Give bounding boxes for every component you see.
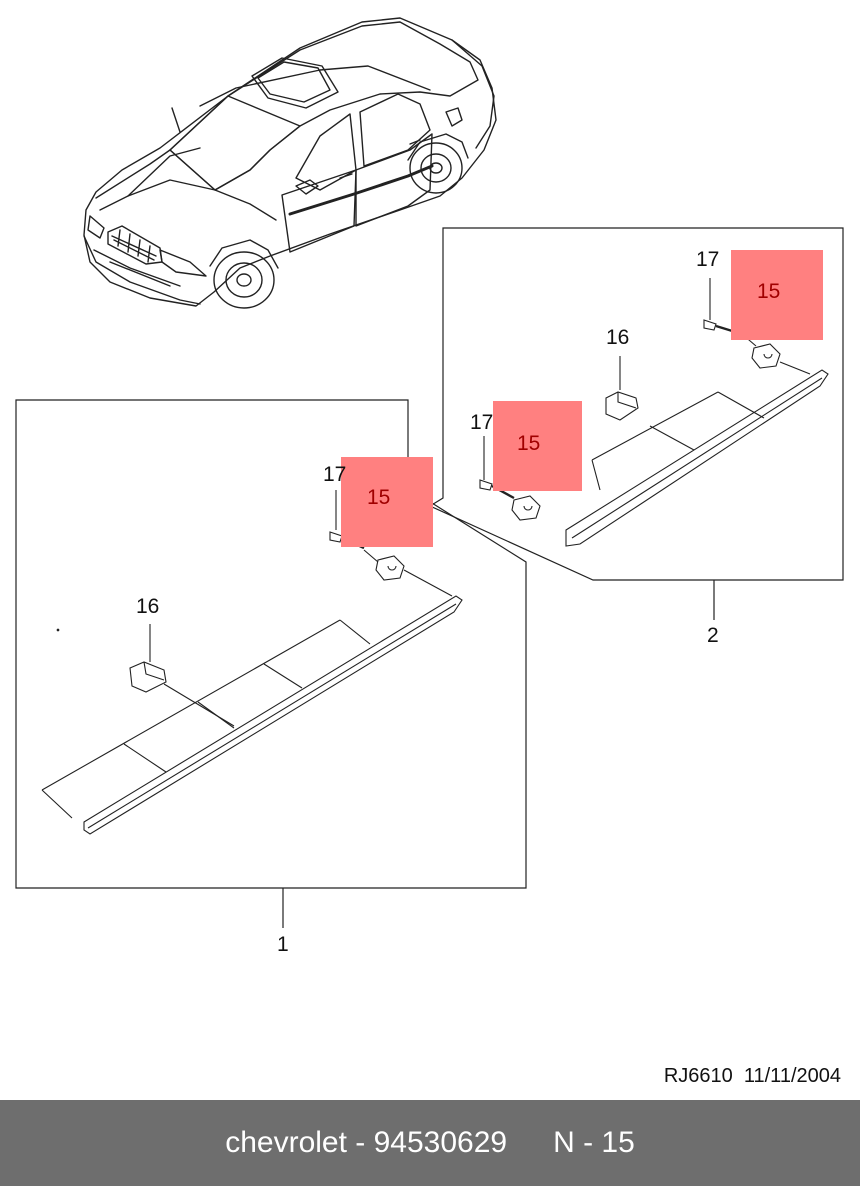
label-part-16-b: 16 [136,595,159,618]
label-assembly-2: 2 [707,624,719,647]
moulding-strip-1 [83,595,463,835]
clip-16-a [605,391,639,421]
assembly-1-frame [15,399,527,889]
highlight-box-c [341,457,433,547]
label-part-17-b: 17 [470,411,493,434]
footer-bar: chevrolet - 94530629 N - 15 [0,1100,860,1186]
diagram-reference: RJ6610 11/11/2004 [664,1065,841,1087]
clip-16-b [129,661,167,693]
screw-17-b [479,479,493,491]
screw-17-a [703,319,717,331]
label-part-17-a: 17 [696,248,719,271]
label-part-15-a: 15 [757,280,780,303]
nut-15-b [511,495,541,521]
label-assembly-1: 1 [277,933,289,956]
car-illustration [83,17,497,309]
nut-15-c [375,555,405,581]
highlight-box-b [493,401,582,491]
label-part-15-b: 15 [517,432,540,455]
label-part-15-c: 15 [367,486,390,509]
highlight-box-a [731,250,823,340]
label-part-17-c: 17 [323,463,346,486]
footer-code: N - 15 [553,1126,635,1159]
parts-diagram: 17 15 16 17 15 17 15 16 2 1 RJ6610 11/11… [15,17,844,1087]
assembly-2-frame [428,227,844,581]
nut-15-a [751,343,781,369]
assembly-leaders [282,580,715,928]
label-part-16-a: 16 [606,326,629,349]
moulding-strip-2 [565,369,829,547]
footer-brand-part: chevrolet - 94530629 [225,1126,508,1159]
screw-17-c [329,531,343,543]
